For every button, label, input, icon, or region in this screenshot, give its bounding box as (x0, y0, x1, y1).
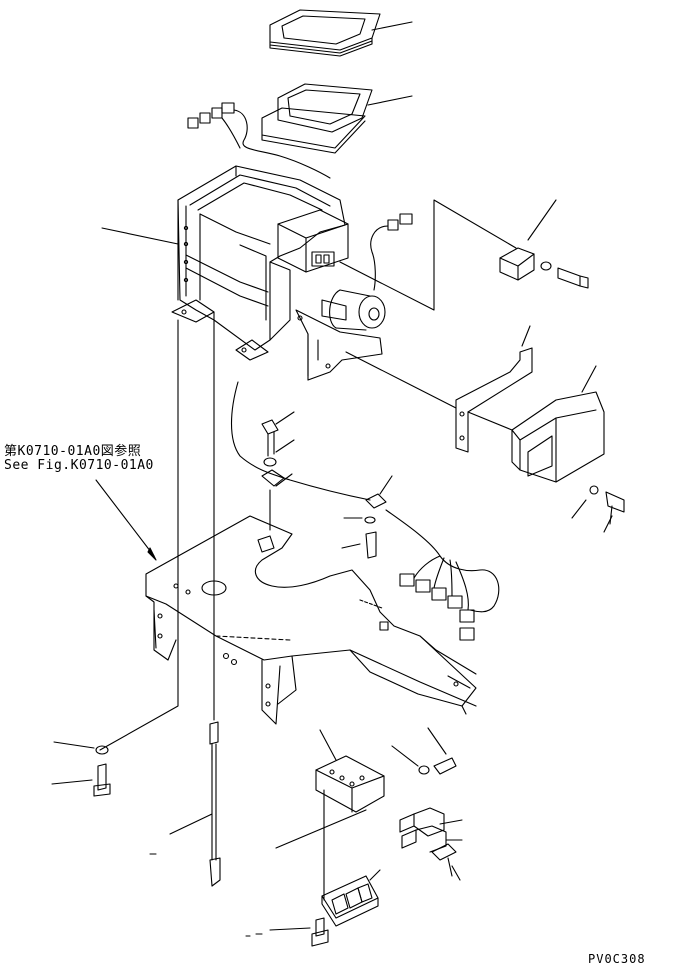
relay-block-lower (316, 756, 384, 812)
clip-center (262, 470, 284, 486)
bolt-right (366, 532, 376, 558)
heater-unit (172, 166, 348, 360)
bolt-lower-right (432, 844, 456, 876)
washer-left (96, 746, 108, 754)
bolt-controller (606, 492, 624, 524)
leader-fuse-box (370, 870, 380, 880)
blower-motor (296, 290, 385, 380)
reference-japanese: 第K0710-01A0図参照 (4, 444, 142, 459)
leader-bracket (522, 326, 530, 346)
harness-loop (232, 382, 371, 500)
leader-frame-dash (216, 636, 290, 640)
harness-connectors (386, 510, 499, 640)
floor-plate (146, 516, 476, 724)
washer-center (264, 458, 276, 466)
bolt-center-upper (262, 420, 278, 456)
leader-rod (170, 814, 212, 834)
drawing-code: PV0C308 (588, 952, 646, 966)
relay-top (500, 248, 588, 288)
leader-relay-link (276, 810, 366, 848)
connector-side (371, 214, 412, 290)
controller-box (512, 392, 604, 482)
rod-resistor (210, 722, 220, 886)
clip-small (258, 536, 274, 552)
gasket-top (270, 10, 380, 56)
bolt-relay (434, 758, 456, 774)
leader-relay-block (320, 730, 336, 760)
connector-small (366, 494, 386, 508)
connector-cluster-top (188, 103, 330, 178)
leader-heater-unit (102, 228, 178, 244)
arrow-reference (148, 548, 156, 560)
duct-filter (262, 84, 372, 153)
reference-english: See Fig.K0710-01A0 (4, 458, 154, 473)
bolt-bottom (312, 918, 328, 946)
bolt-left (94, 764, 110, 796)
leader-bracket-line (346, 352, 456, 408)
fuse-box (322, 876, 378, 926)
connector-lower (400, 808, 446, 852)
leader-gasket-top (372, 22, 412, 30)
bracket-plate (456, 348, 532, 452)
leader-controller (582, 366, 596, 392)
washer-right (365, 517, 375, 523)
washer-controller (590, 486, 598, 494)
leader-reference (96, 480, 154, 556)
leader-controller-line (468, 412, 512, 430)
leader-washer-left-path (100, 690, 178, 750)
washer-relay (419, 766, 429, 774)
leader-relay (528, 200, 556, 240)
leader-duct-filter (368, 96, 412, 105)
leader-relay-wire (340, 200, 516, 310)
